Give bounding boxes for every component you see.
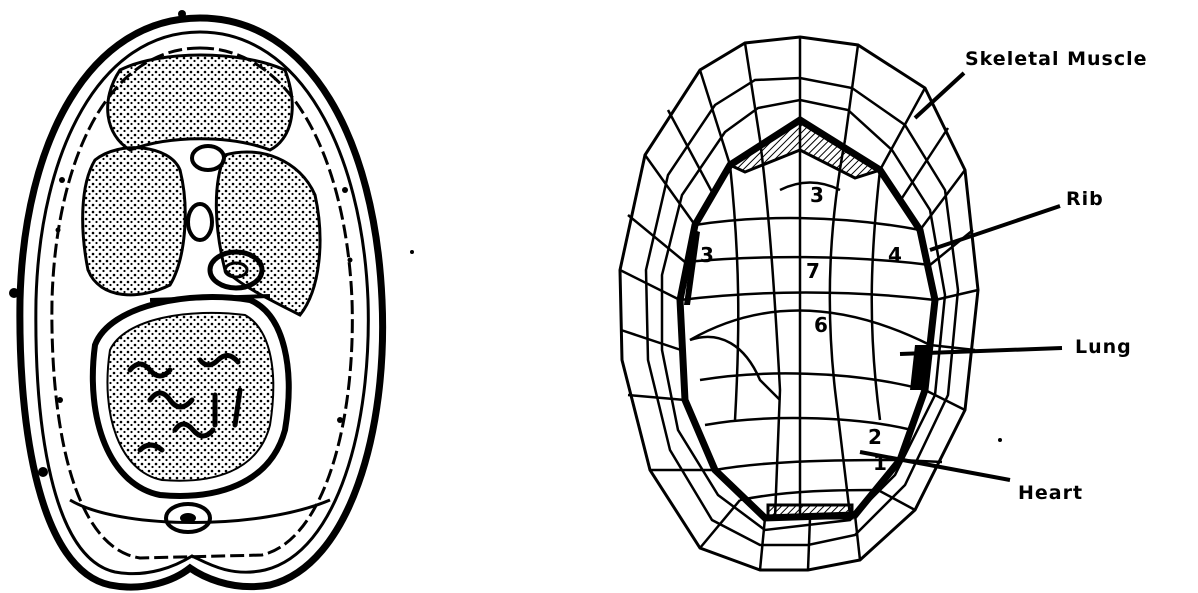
- region-4: 4: [888, 243, 902, 267]
- region-2: 2: [868, 425, 882, 449]
- rib-patch-bottom: [768, 505, 852, 518]
- label-rib: Rib: [1066, 188, 1104, 210]
- label-heart: Heart: [1018, 482, 1083, 504]
- rib-patch-top: [730, 120, 880, 178]
- label-lung: Lung: [1075, 336, 1132, 358]
- region-6: 6: [814, 313, 828, 337]
- region-3-top: 3: [810, 183, 824, 207]
- region-3-left: 3: [700, 243, 714, 267]
- label-skeletal-muscle: Skeletal Muscle: [965, 48, 1148, 70]
- region-7: 7: [806, 259, 820, 283]
